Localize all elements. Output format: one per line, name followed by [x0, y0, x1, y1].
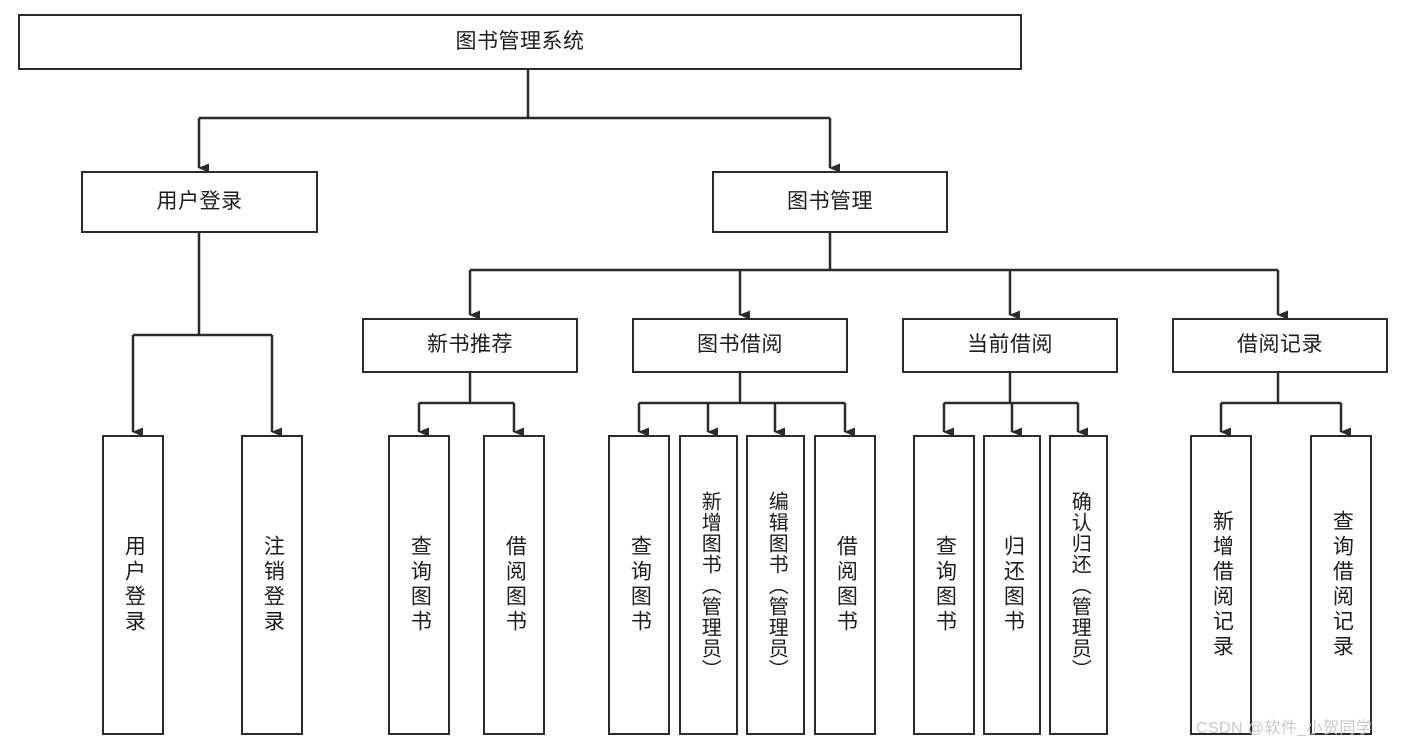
node-borrow-record[interactable]: 借阅记录	[1172, 318, 1388, 373]
node-root[interactable]: 图书管理系统	[18, 14, 1022, 70]
node-label: 借阅记录	[1237, 333, 1323, 357]
node-leaf-edit-book[interactable]: 编辑图书（管理员）	[746, 435, 805, 735]
node-label: 新书推荐	[427, 333, 513, 357]
node-user-login[interactable]: 用户登录	[81, 171, 318, 233]
node-label: 借阅图书	[834, 535, 858, 635]
node-label: 新增图书（管理员）	[698, 490, 721, 680]
node-label: 新增借阅记录	[1210, 510, 1234, 660]
node-label: 查询图书	[933, 535, 957, 635]
node-current-borrow[interactable]: 当前借阅	[902, 318, 1118, 373]
node-leaf-logout[interactable]: 注销登录	[241, 435, 303, 735]
node-label: 图书管理系统	[455, 29, 585, 53]
node-label: 用户登录	[156, 189, 243, 213]
node-book-manage[interactable]: 图书管理	[712, 171, 948, 233]
node-leaf-borrow-book-2[interactable]: 借阅图书	[814, 435, 876, 735]
node-leaf-confirm-return[interactable]: 确认归还（管理员）	[1049, 435, 1108, 735]
node-new-book-rec[interactable]: 新书推荐	[362, 318, 578, 373]
node-leaf-user-login[interactable]: 用户登录	[102, 435, 164, 735]
node-book-borrow[interactable]: 图书借阅	[632, 318, 848, 373]
node-leaf-add-book[interactable]: 新增图书（管理员）	[679, 435, 738, 735]
node-leaf-query-book-3[interactable]: 查询图书	[913, 435, 975, 735]
node-label: 查询图书	[408, 535, 432, 635]
node-label: 查询图书	[628, 535, 652, 635]
node-label: 图书管理	[787, 189, 873, 213]
node-leaf-borrow-book-1[interactable]: 借阅图书	[483, 435, 545, 735]
node-leaf-query-book-2[interactable]: 查询图书	[608, 435, 670, 735]
node-label: 编辑图书（管理员）	[765, 490, 788, 680]
node-leaf-query-record[interactable]: 查询借阅记录	[1310, 435, 1372, 735]
node-leaf-add-record[interactable]: 新增借阅记录	[1190, 435, 1252, 735]
node-leaf-query-book-1[interactable]: 查询图书	[388, 435, 450, 735]
node-label: 注销登录	[261, 535, 285, 635]
node-label: 图书借阅	[697, 333, 783, 357]
node-label: 查询借阅记录	[1330, 510, 1354, 660]
node-leaf-return-book[interactable]: 归还图书	[983, 435, 1041, 735]
node-label: 归还图书	[1001, 535, 1025, 635]
node-label: 当前借阅	[967, 333, 1053, 357]
node-label: 确认归还（管理员）	[1068, 490, 1091, 680]
node-label: 借阅图书	[503, 535, 527, 635]
node-label: 用户登录	[122, 535, 146, 635]
